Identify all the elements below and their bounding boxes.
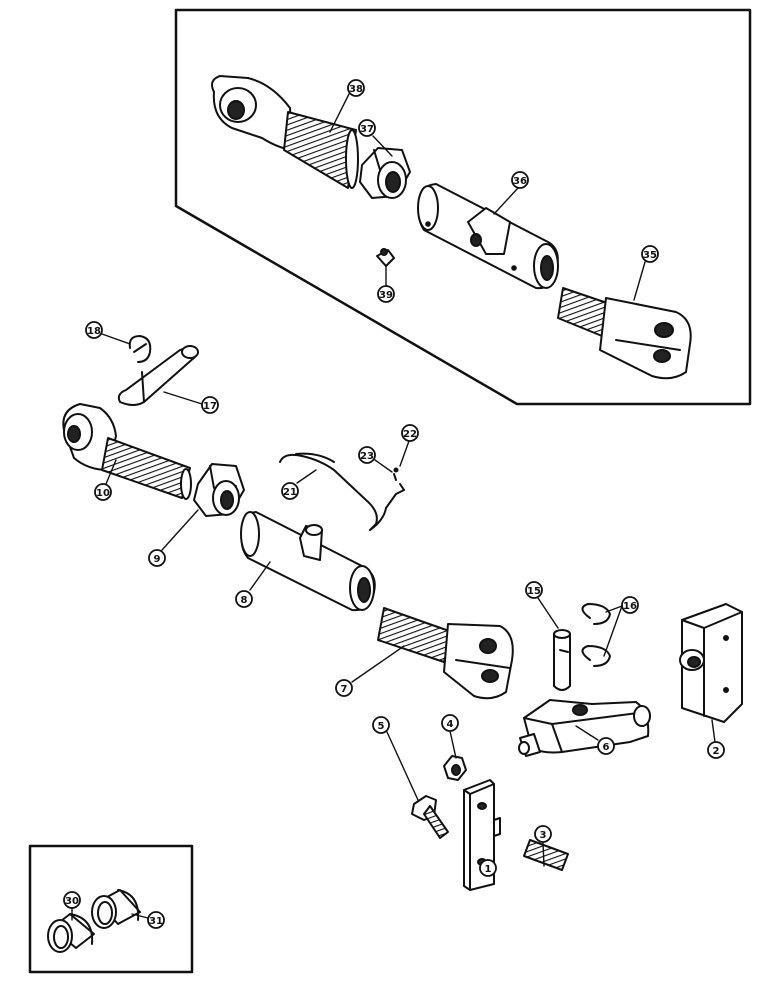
callout-6: 6 [597,737,615,755]
svg-text:3: 3 [540,830,547,841]
part-9-hex-nut [193,463,245,517]
part-31-bushing [91,889,141,929]
part-10-rod-end [62,403,192,500]
part-37-hex-nut [359,147,411,199]
svg-text:1: 1 [485,864,492,875]
svg-text:23: 23 [360,451,374,462]
svg-text:30: 30 [65,896,79,907]
part-36-adjusting-tube [417,183,559,290]
svg-text:15: 15 [527,586,541,597]
callout-3: 3 [534,825,552,843]
svg-text:5: 5 [378,721,385,732]
part-5-bolt [411,795,449,839]
part-7-clevis [377,607,514,700]
callout-4: 4 [441,714,459,732]
svg-text:21: 21 [283,487,297,498]
callout-8: 8 [235,590,253,608]
part-6-swivel-arm [518,699,651,757]
part-22-23-small-pins [393,467,405,491]
svg-text:36: 36 [513,176,527,187]
callout-22: 22 [401,424,419,442]
inset-panel-border [174,8,752,406]
part-3-stud [523,839,569,871]
callout-1: 1 [479,859,497,877]
svg-text:35: 35 [643,250,657,261]
part-15-pin [553,629,571,691]
callout-39: 39 [377,285,395,303]
part-18-linch-pin [128,335,152,363]
part-35-clevis [557,287,692,380]
part-8-adjusting-tube [240,511,376,612]
bushing-inset-border [28,844,194,974]
svg-text:4: 4 [447,719,454,730]
svg-text:7: 7 [341,684,348,695]
callout-2: 2 [707,741,725,759]
part-16-snap-rings [581,603,611,667]
callout-21: 21 [281,482,299,500]
svg-text:9: 9 [154,554,161,565]
svg-text:38: 38 [349,84,363,95]
svg-text:18: 18 [87,326,101,337]
svg-text:39: 39 [379,290,393,301]
svg-text:16: 16 [623,601,637,612]
callout-16: 16 [621,596,639,614]
callout-30: 30 [63,891,81,909]
svg-text:22: 22 [403,429,417,440]
svg-text:10: 10 [96,488,110,499]
part-4-nut [443,755,467,781]
part-38-rod-end [211,75,359,189]
part-39-grease-fitting [376,248,395,267]
callout-38: 38 [347,79,365,97]
svg-text:8: 8 [241,595,248,606]
callout-10: 10 [94,483,112,501]
callout-31: 31 [147,911,165,929]
part-30-bushing [47,913,95,953]
callout-7: 7 [335,679,353,697]
callout-5: 5 [372,716,390,734]
svg-text:2: 2 [713,746,720,757]
part-21-wire-clip [279,452,405,531]
callout-18: 18 [85,321,103,339]
callout-36: 36 [511,171,529,189]
svg-text:31: 31 [149,916,163,927]
callout-9: 9 [148,549,166,567]
svg-text:37: 37 [360,124,374,135]
callout-17: 17 [201,396,219,414]
callout-35: 35 [641,245,659,263]
leader-lines [71,93,716,921]
callout-23: 23 [358,446,376,464]
part-17-pin [117,345,199,406]
svg-text:17: 17 [203,401,217,412]
svg-text:6: 6 [603,742,610,753]
callout-37: 37 [358,119,376,137]
part-2-bracket [679,603,743,723]
callout-15: 15 [525,581,543,599]
